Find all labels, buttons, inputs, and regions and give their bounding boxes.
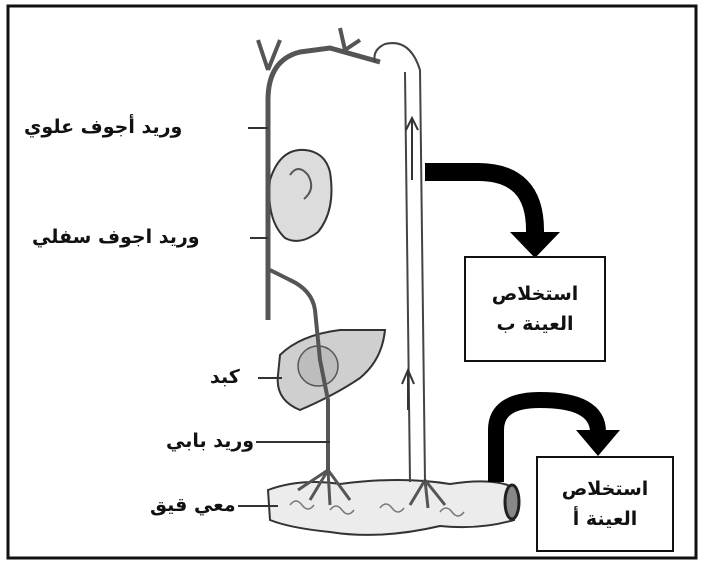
sample-a-box: استخلاص العينة أ xyxy=(536,456,674,552)
sample-b-box: استخلاص العينة ب xyxy=(464,256,606,362)
label-portal-vein: وريد بابي xyxy=(166,430,255,452)
label-superior-vena-cava: وريد أجوف علوي xyxy=(24,116,183,138)
sample-a-line1: استخلاص xyxy=(561,478,649,500)
sample-b-line1: استخلاص xyxy=(491,283,579,305)
label-small-intestine: معي قيق xyxy=(150,494,236,516)
diagram-frame xyxy=(6,4,698,560)
vena-cava-vessel xyxy=(265,45,381,320)
curved-arrow-head-b xyxy=(510,232,560,258)
label-liver: كبد xyxy=(210,366,240,388)
intestine-icon xyxy=(266,479,521,536)
heart-icon xyxy=(268,148,333,242)
lymph-capillaries xyxy=(408,479,447,509)
lymph-duct-left xyxy=(404,71,411,483)
curved-arrow-head-a xyxy=(576,430,620,456)
label-inferior-vena-cava: وريد اجوف سفلي xyxy=(32,226,200,248)
flow-arrow-icon xyxy=(401,115,419,410)
leader-lines xyxy=(238,127,330,507)
curved-arrow-icon xyxy=(425,163,544,240)
lymph-duct-right xyxy=(373,42,426,483)
liver-icon xyxy=(276,329,387,412)
portal-vein-vessel xyxy=(269,268,330,470)
curved-arrow-icon-a xyxy=(488,391,606,482)
intestine-capillaries xyxy=(297,468,352,506)
sample-b-line2: العينة ب xyxy=(496,313,574,335)
sample-a-line2: العينة أ xyxy=(572,508,638,530)
upper-branches xyxy=(256,27,362,71)
